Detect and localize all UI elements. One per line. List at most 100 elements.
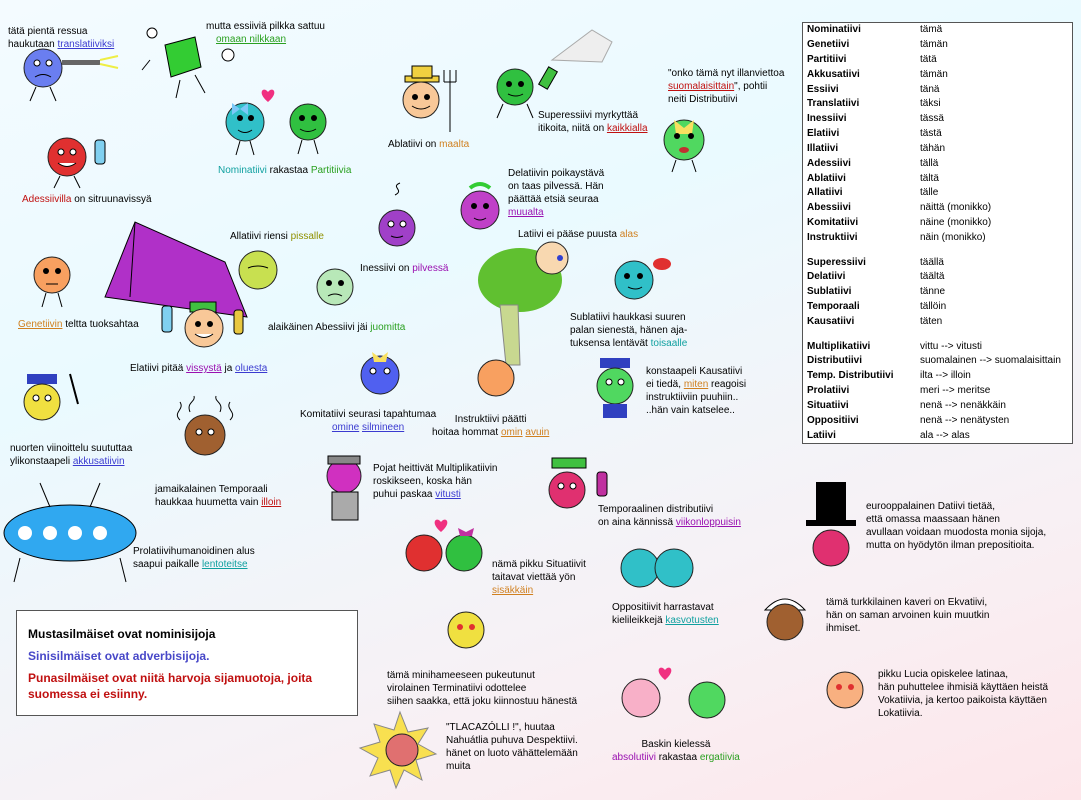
caption-line: ei tiedä, miten reagoisi <box>646 378 746 391</box>
abessiivi-character <box>316 268 354 306</box>
caption-text: kielileikkejä <box>612 615 666 626</box>
caption-text: puhui paskaa <box>373 489 436 500</box>
caption-text: Elatiivi pitää <box>130 363 187 374</box>
instruktiivi-character <box>477 359 515 397</box>
caption-latiivi: Latiivi ei pääse puusta alas <box>518 228 638 241</box>
case-example: tältä <box>920 172 939 184</box>
caption-line: mutta on hyödytön ilman prepositioita. <box>866 540 1035 551</box>
caption-line: ..hän vain katselee.. <box>646 405 735 416</box>
caption-line: nuorten viinoittelu suututtaa <box>10 443 133 454</box>
case-example: ala --> alas <box>920 429 970 441</box>
case-example: tämän <box>920 68 948 80</box>
ufo-illustration <box>3 482 137 583</box>
spacer-cell <box>803 329 1073 339</box>
legend-box: Mustasilmäiset ovat nominisijoja Sinisil… <box>16 610 358 716</box>
table-row: Temp. Distributiivi ilta --> illoin <box>803 369 1073 384</box>
case-example: tänne <box>920 286 946 298</box>
inessiivi-character <box>378 182 416 247</box>
superessiivi-character <box>496 29 613 119</box>
case-example: näine (monikko) <box>920 216 992 228</box>
ergatiivi-character <box>688 681 726 719</box>
caption-line: mutta essiiviä pilkka sattuu <box>206 21 325 32</box>
case-name: Distributiivi <box>807 355 863 367</box>
caption-text: Allatiivi riensi <box>230 231 291 242</box>
case-name: Akkusatiivi <box>807 68 860 80</box>
caption-line: virolainen Terminatiivi odottelee <box>387 683 527 694</box>
caption-line: jamaikalainen Temporaali <box>155 484 268 495</box>
caption-line: Temporaalinen distributiivi <box>598 504 714 515</box>
case-word: miten <box>683 379 709 390</box>
case-word: alas <box>619 229 639 240</box>
caption-text: tuksensa lentävät <box>570 338 651 349</box>
case-word: maalta <box>439 139 470 150</box>
case-word: pilvessä <box>412 263 449 274</box>
case-word: Partitiivia <box>310 165 352 176</box>
spacer-cell <box>803 245 1073 255</box>
case-example: tämän <box>920 39 948 51</box>
caption-situatiivi: nämä pikku Situatiivit taitavat viettää … <box>492 558 586 597</box>
legend-rare-cont: suomessa ei esiinny. <box>28 687 148 701</box>
partitiivi-character <box>289 103 327 155</box>
case-name: Delatiivi <box>807 271 846 283</box>
caption-line: pikku Lucia opiskelee latinaa, <box>878 669 1009 680</box>
caption-line: "onko tämä nyt illanviettoa <box>668 68 785 79</box>
multiplikatiivi-character <box>326 455 362 521</box>
table-row: Akkusatiivi tämän <box>803 67 1073 82</box>
caption-text: Latiivi ei pääse puusta <box>518 229 620 240</box>
case-name: Komitatiivi <box>807 216 859 228</box>
caption-kausatiivi: konstaapeli Kausatiivi ei tiedä, miten r… <box>646 365 746 417</box>
case-example: nenä --> nenätysten <box>920 414 1010 426</box>
caption-line: instruktiiviin puuhiin.. <box>646 392 739 403</box>
case-word: muualta <box>508 207 544 218</box>
oppositiivi-characters <box>620 548 694 588</box>
ekvatiivi-character <box>763 598 807 641</box>
caption-line: absolutiivi rakastaa ergatiivia <box>612 751 740 764</box>
case-word: sisäkkäin <box>492 585 534 596</box>
caption-line: taitavat viettää yön <box>492 572 576 583</box>
caption-text: on aina kännissä <box>598 517 676 528</box>
caption-text: saapui paikalle <box>133 559 202 570</box>
case-name: Temp. Distributiivi <box>807 370 894 382</box>
case-word: kaikkialla <box>606 123 648 134</box>
caption-line: muita <box>446 761 471 772</box>
caption-instruktiivi: Instruktiivi päätti hoitaa hommat omin a… <box>432 413 549 439</box>
caption-line: Sublatiivi haukkasi suuren <box>570 312 686 323</box>
datiivi-character <box>806 482 856 567</box>
elatiivi-character <box>161 301 244 348</box>
case-name: Inessiivi <box>807 113 847 125</box>
caption-superessiivi: Superessiivi myrkyttää itikoita, niitä o… <box>538 109 648 135</box>
komitatiivi-character <box>360 352 400 395</box>
caption-prolatiivi: Prolatiivihumanoidinen alus saapui paika… <box>133 545 255 571</box>
distributiivi-character <box>663 119 705 173</box>
genetiivi-character <box>33 256 71 308</box>
case-example: täten <box>920 315 943 327</box>
caption-abessiivi: alaikäinen Abessiivi jäi juomitta <box>268 321 405 334</box>
caption-allatiivi: Allatiivi riensi pissalle <box>230 230 324 243</box>
case-word: vissystä <box>186 363 222 374</box>
caption-text: haukutaan <box>8 39 58 50</box>
case-word: juomitta <box>370 322 406 333</box>
caption-line: Instruktiivi päätti <box>454 414 527 425</box>
caption-line: roskikseen, koska hän <box>373 476 472 487</box>
caption-text: haukkaa huumetta vain <box>155 497 262 508</box>
case-name: Superessiivi <box>807 256 866 268</box>
legend-adverbial: Sinisilmäiset ovat adverbisijoja. <box>28 649 210 663</box>
tent-illustration <box>104 221 248 318</box>
caption-line: ylikonstaapeli akkusatiivin <box>10 455 132 468</box>
case-word: absolutiivi <box>612 752 656 763</box>
case-word: akkusatiivin <box>72 456 125 467</box>
case-example: ilta --> illoin <box>920 370 971 382</box>
case-example: tälle <box>920 187 939 199</box>
caption-line: tätä pientä ressua <box>8 26 88 37</box>
akkusatiivi-character <box>23 373 79 421</box>
